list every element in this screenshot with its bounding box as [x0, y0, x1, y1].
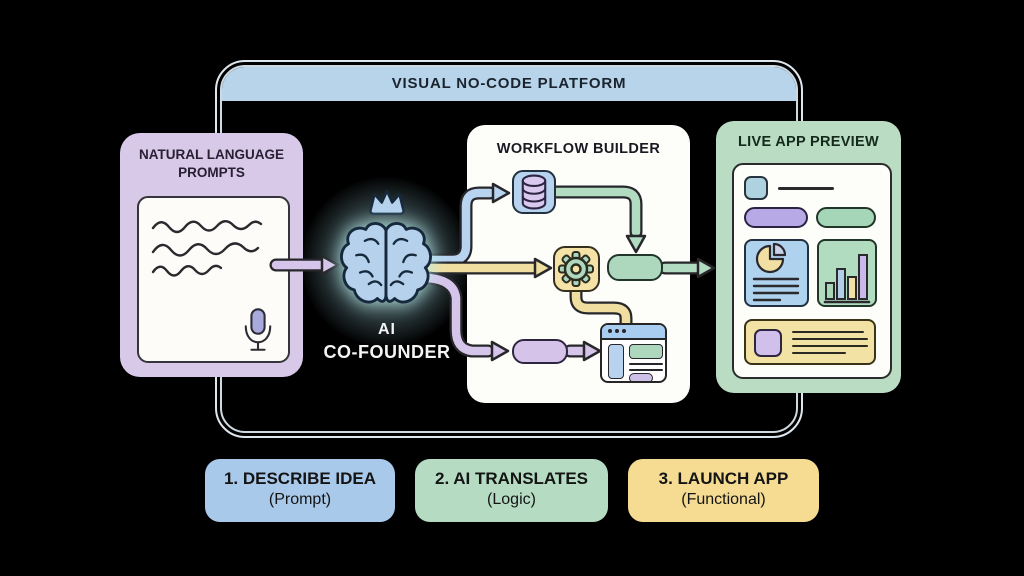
platform-container-inner: VISUAL NO-CODE PLATFORM — [220, 65, 798, 433]
bar-chart-icon — [823, 254, 871, 304]
step-subtitle: (Prompt) — [268, 491, 332, 508]
browser-text-line — [629, 368, 663, 371]
browser-dot-icon — [622, 329, 626, 333]
step-describe-idea: 1. DESCRIBE IDEA (Prompt) — [205, 459, 395, 522]
step-subtitle: (Logic) — [487, 491, 536, 508]
platform-header: VISUAL NO-CODE PLATFORM — [222, 67, 796, 101]
ui-pill-node — [512, 339, 568, 364]
banner-text-line — [792, 352, 846, 355]
browser-text-line — [629, 363, 663, 366]
pie-chart-icon — [752, 242, 800, 302]
banner-text-line — [792, 345, 868, 348]
prompts-panel-title: NATURAL LANGUAGE PROMPTS — [139, 147, 284, 180]
prompts-panel: NATURAL LANGUAGE PROMPTS — [120, 133, 303, 377]
gear-icon — [558, 251, 594, 287]
browser-node — [600, 323, 667, 383]
preview-pie-widget — [744, 239, 809, 307]
brain-icon — [340, 221, 432, 304]
crown-icon — [369, 189, 405, 216]
browser-dot-icon — [608, 329, 612, 333]
step-ai-translates: 2. AI TRANSLATES (Logic) — [415, 459, 608, 522]
preview-avatar-block — [744, 176, 768, 200]
step-title: 2. AI TRANSLATES — [434, 469, 588, 488]
handwriting-squiggles-icon — [151, 220, 263, 277]
browser-hero-block — [629, 344, 663, 359]
live-app-preview-panel: LIVE APP PREVIEW — [716, 121, 901, 393]
ai-label-line2: CO-FOUNDER — [323, 342, 451, 362]
preview-bar-widget — [817, 239, 877, 307]
prompt-text-card — [137, 196, 290, 363]
browser-sidebar-block — [608, 344, 624, 379]
database-icon — [521, 174, 547, 210]
preview-title-line — [778, 187, 834, 190]
browser-titlebar — [602, 325, 665, 340]
step-subtitle: (Functional) — [681, 491, 766, 508]
step-title: 1. DESCRIBE IDEA — [223, 469, 377, 488]
preview-button-purple — [744, 207, 808, 228]
step-title: 3. LAUNCH APP — [658, 469, 789, 488]
banner-text-line — [792, 338, 868, 341]
preview-banner-widget — [744, 319, 876, 365]
ai-co-founder-label: AI CO-FOUNDER — [308, 321, 466, 363]
platform-title: VISUAL NO-CODE PLATFORM — [391, 75, 627, 92]
database-node — [512, 170, 556, 214]
banner-image-block — [754, 329, 782, 357]
gear-node — [553, 246, 600, 292]
step-launch-app: 3. LAUNCH APP (Functional) — [628, 459, 819, 522]
ai-label-line1: AI — [378, 321, 396, 338]
browser-dot-icon — [615, 329, 619, 333]
preview-button-green — [816, 207, 876, 228]
banner-text-line — [792, 331, 864, 334]
live-app-preview-title: LIVE APP PREVIEW — [738, 134, 879, 150]
browser-button-block — [629, 373, 653, 381]
workflow-builder-title: WORKFLOW BUILDER — [496, 141, 661, 157]
app-preview-card — [732, 163, 892, 379]
output-pill-node — [607, 254, 663, 281]
microphone-icon — [244, 308, 272, 351]
